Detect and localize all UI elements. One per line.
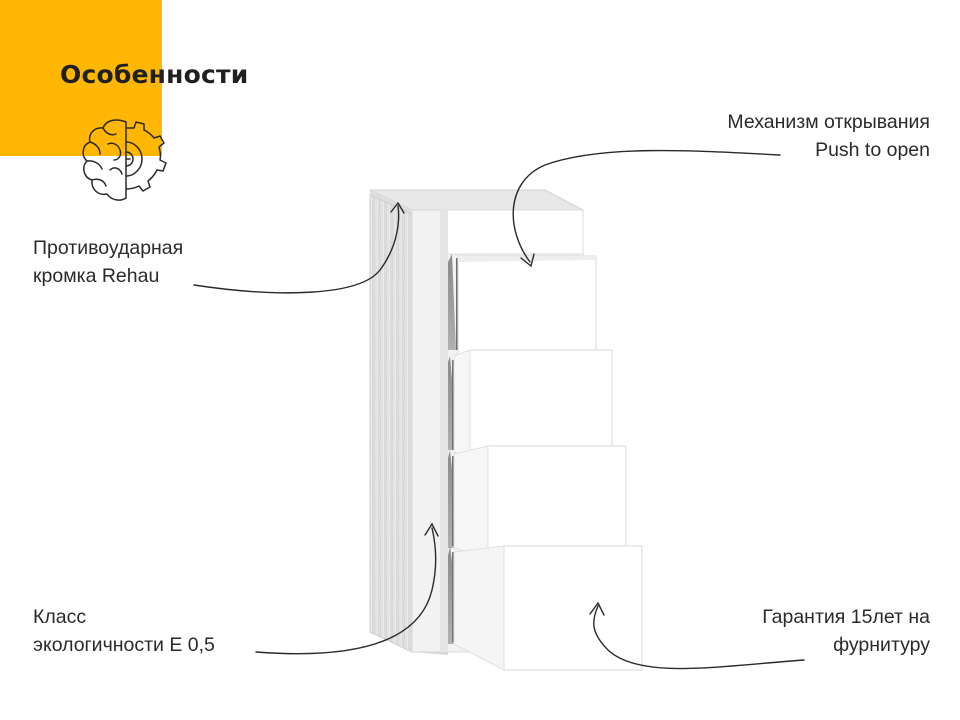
accent-block — [0, 0, 162, 156]
drawer-2 — [448, 349, 613, 459]
callout-warranty-line2: фурнитуру — [833, 634, 930, 656]
arrow-push-head — [520, 253, 535, 268]
arrow-warranty — [593, 605, 805, 670]
arrow-eco — [255, 527, 437, 655]
arrow-rehau-head — [390, 201, 405, 214]
brain-gear-icon — [82, 119, 167, 201]
callout-rehau-line2: кромка Rehau — [33, 265, 160, 287]
drawer-1 — [448, 254, 597, 357]
callout-push-line1: Механизм открывания — [727, 111, 930, 133]
arrow-warranty-head — [589, 601, 605, 616]
callout-eco-line2: экологичности Е 0,5 — [33, 634, 215, 656]
callout-push-line2: Push to open — [815, 139, 930, 161]
callout-warranty: Гарантия 15лет на фурнитуру — [762, 603, 930, 659]
drawer-4 — [448, 545, 643, 671]
callout-warranty-line1: Гарантия 15лет на — [762, 606, 930, 628]
drawer-3 — [448, 445, 627, 559]
arrow-eco-head — [424, 522, 439, 537]
arrow-push — [512, 149, 781, 263]
page-title: Особенности — [60, 60, 249, 89]
arrow-rehau — [193, 205, 400, 294]
callout-rehau-edge: Противоударная кромка Rehau — [33, 234, 183, 290]
callout-rehau-line1: Противоударная — [33, 237, 184, 259]
callout-eco-line1: Класс — [33, 606, 87, 628]
callout-eco-class: Класс экологичности Е 0,5 — [33, 603, 215, 659]
callout-push-to-open: Механизм открывания Push to open — [727, 108, 930, 164]
